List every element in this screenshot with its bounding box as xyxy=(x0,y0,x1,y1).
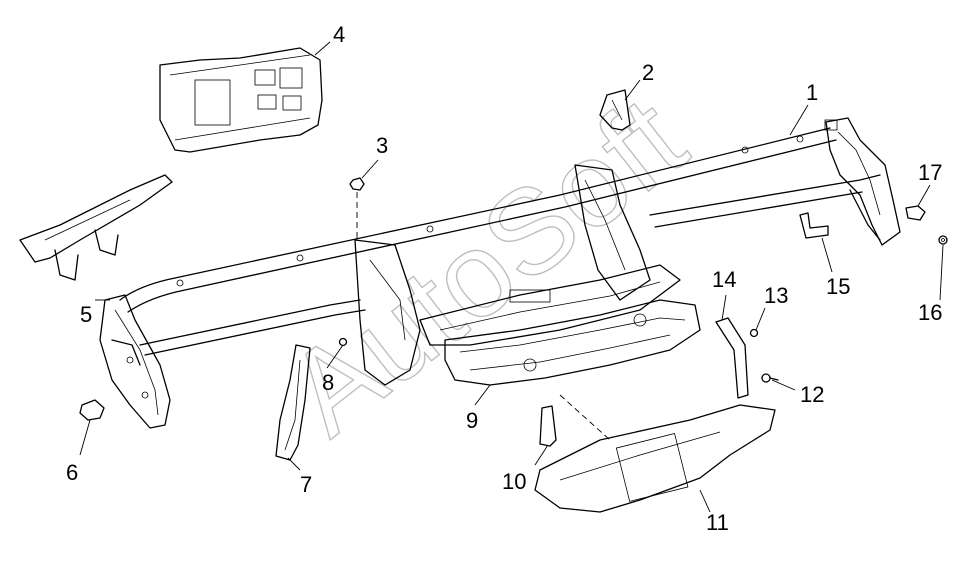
callout-13: 13 xyxy=(764,283,788,308)
part-right-end-bracket xyxy=(824,117,901,246)
leader-lines xyxy=(79,41,944,513)
callout-10: 10 xyxy=(502,469,526,494)
part-4-module-housing xyxy=(159,47,323,153)
part-6-clip xyxy=(79,399,105,421)
callout-17: 17 xyxy=(918,160,942,185)
callout-8: 8 xyxy=(322,370,334,395)
part-16-washer xyxy=(938,235,948,245)
part-1-cross-car-beam xyxy=(119,127,881,356)
part-left-end-bracket xyxy=(99,294,171,429)
part-15-bracket xyxy=(799,212,829,239)
part-13-bolt xyxy=(749,328,759,338)
part-center-stack xyxy=(354,164,681,386)
callout-1: 1 xyxy=(806,80,818,105)
callout-11: 11 xyxy=(706,510,729,535)
callout-6: 6 xyxy=(66,460,78,485)
part-5-bracket xyxy=(19,174,173,281)
callout-7: 7 xyxy=(300,472,312,497)
callout-2: 2 xyxy=(642,60,654,85)
part-12-bolt xyxy=(761,373,779,383)
callout-5: 5 xyxy=(80,302,92,327)
callout-3: 3 xyxy=(376,133,388,158)
callout-15: 15 xyxy=(826,274,850,299)
callout-14: 14 xyxy=(712,267,736,292)
part-11-lower-panel xyxy=(534,404,776,513)
watermark-text: AutoSoft xyxy=(264,71,709,460)
callout-4: 4 xyxy=(333,22,345,47)
part-10-bracket xyxy=(539,394,611,447)
callouts: 1 2 3 4 5 6 7 8 9 10 11 12 13 14 15 16 1… xyxy=(66,22,942,535)
callout-12: 12 xyxy=(800,382,824,407)
part-9-lower-support xyxy=(444,299,701,386)
watermark: AutoSoft xyxy=(263,71,710,461)
part-14-bracket xyxy=(715,317,749,399)
part-17-clip xyxy=(905,205,926,221)
callout-16: 16 xyxy=(918,300,942,325)
callout-9: 9 xyxy=(466,408,478,433)
part-2-bracket xyxy=(599,89,631,131)
part-3-nut xyxy=(349,177,365,240)
